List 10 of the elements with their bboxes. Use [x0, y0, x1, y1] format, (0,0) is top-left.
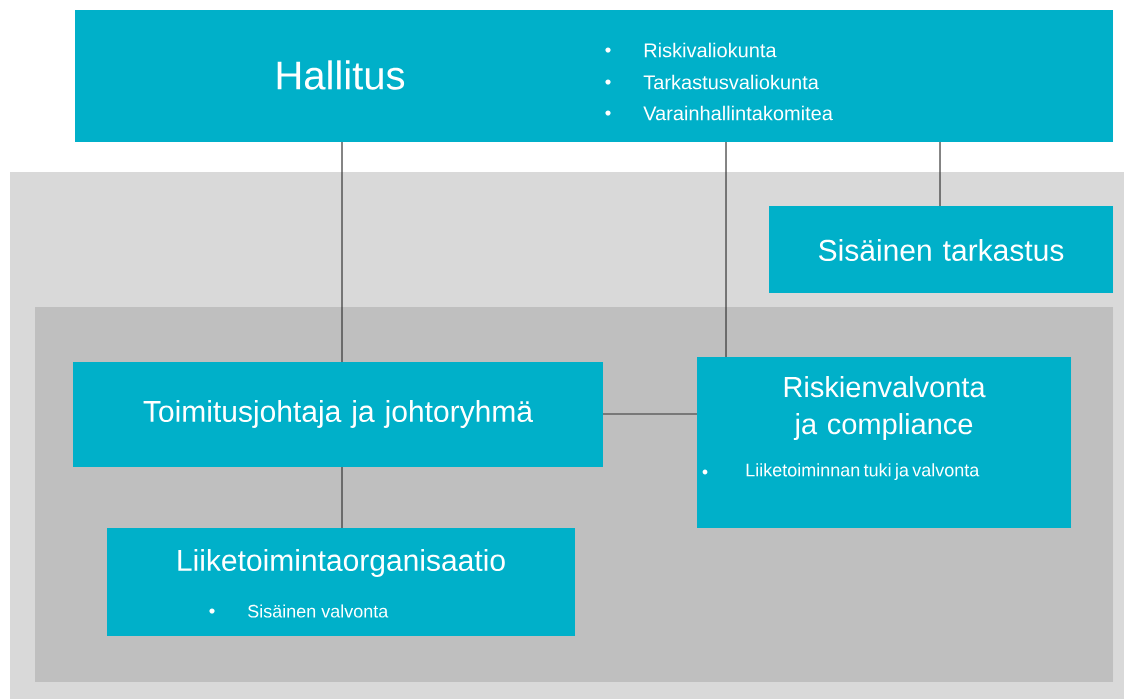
connector-line	[939, 141, 941, 207]
org-box: Hallitus Riskivaliokunta Tarkastusvaliokunta Varainhallintakomitea	[75, 10, 1113, 142]
org-box: Riskienvalvonta ja compliance Liiketoiminnan tuki ja valvonta	[697, 357, 1071, 528]
connector-line	[341, 141, 343, 363]
connector-line	[602, 413, 698, 415]
org-box: Sisäinen tarkastus	[769, 206, 1113, 293]
connector-line	[725, 141, 727, 358]
org-box: Toimitusjohtaja ja johtoryhmä	[73, 362, 603, 467]
org-box: Liiketoimintaorganisaatio Sisäinen valvonta	[107, 528, 575, 636]
connector-line	[341, 466, 343, 529]
